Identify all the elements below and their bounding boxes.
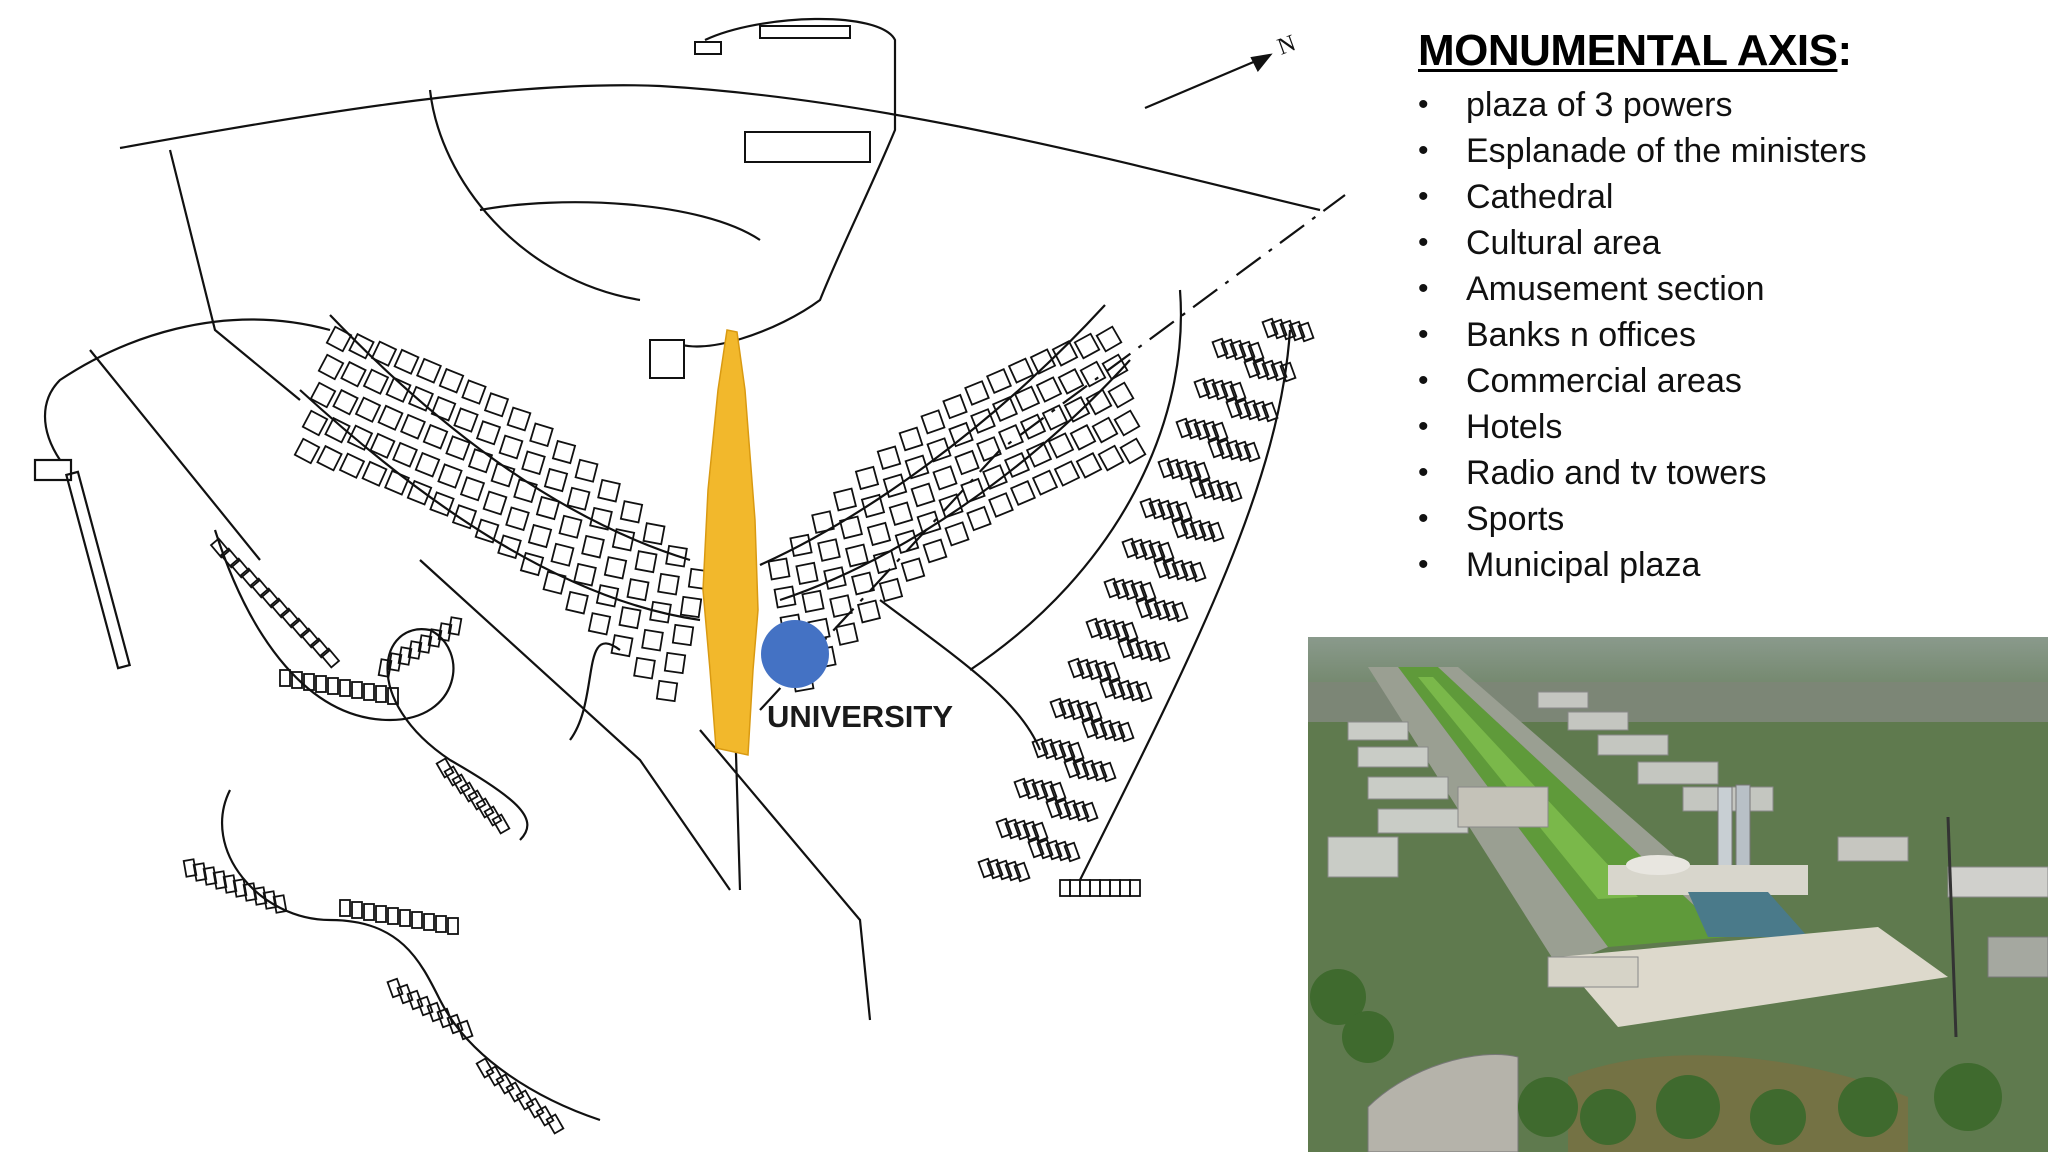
lake-shore-east — [1079, 329, 1292, 881]
south-curve — [569, 599, 1042, 751]
north-label: N — [1274, 30, 1299, 60]
upper-loop-road — [669, 17, 897, 348]
feature-list-item: Sports — [1418, 496, 1867, 542]
south-road — [699, 719, 872, 1021]
university-marker — [761, 620, 829, 688]
feature-list-item: Hotels — [1418, 404, 1867, 450]
feature-list-item: Cathedral — [1418, 174, 1867, 220]
university-label: UNIVERSITY — [767, 699, 954, 734]
north-arrow — [1144, 53, 1271, 110]
heading: MONUMENTAL AXIS: — [1418, 26, 1852, 76]
east-arc — [969, 289, 1182, 671]
feature-list-item: Commercial areas — [1418, 358, 1867, 404]
feature-list: plaza of 3 powersEsplanade of the minist… — [1418, 82, 1867, 588]
north-road — [119, 84, 1321, 212]
feature-list-item: Municipal plaza — [1418, 542, 1867, 588]
west-loop — [43, 318, 331, 461]
lake-shore-west — [213, 529, 529, 841]
aerial-photo — [1308, 637, 2048, 1152]
heading-text: MONUMENTAL AXIS — [1418, 26, 1838, 75]
feature-list-item: Cultural area — [1418, 220, 1867, 266]
west-road — [168, 149, 301, 401]
feature-list-item: Esplanade of the ministers — [1418, 128, 1867, 174]
feature-list-item: plaza of 3 powers — [1418, 82, 1867, 128]
feature-list-item: Amusement section — [1418, 266, 1867, 312]
monumental-axis-highlight — [702, 329, 759, 756]
upper-inner-road — [428, 89, 761, 302]
lake-shore-sw — [220, 789, 601, 1122]
feature-list-item: Banks n offices — [1418, 312, 1867, 358]
master-plan-drawing: N — [33, 17, 1346, 1135]
heading-colon: : — [1837, 26, 1852, 75]
west-long-building — [64, 470, 132, 670]
feature-list-item: Radio and tv towers — [1418, 450, 1867, 496]
sw-diagonal — [89, 349, 731, 891]
